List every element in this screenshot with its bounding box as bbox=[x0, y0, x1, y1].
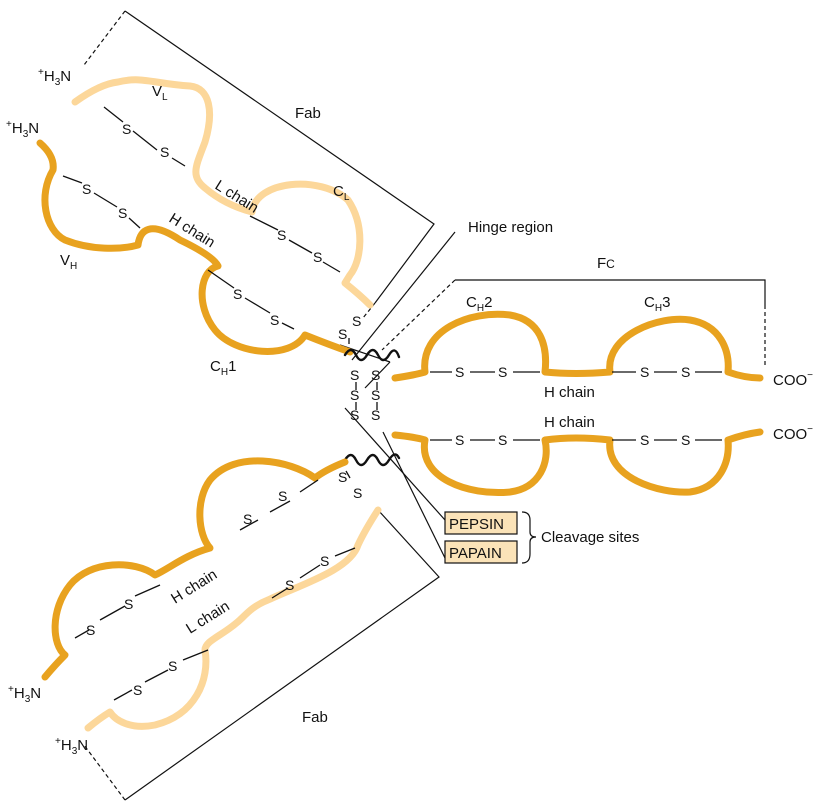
amino-terminus-heavy-bottom: +H3N bbox=[8, 684, 41, 705]
svg-text:S: S bbox=[285, 577, 294, 593]
svg-text:S: S bbox=[313, 249, 322, 265]
h-chain-label-fc-bottom: H chain bbox=[544, 414, 595, 431]
domain-label-ch1: CH1 bbox=[210, 358, 236, 378]
fab-bottom-bracket bbox=[84, 510, 439, 800]
svg-text:S: S bbox=[498, 364, 507, 380]
cleavage-brace bbox=[522, 512, 536, 563]
light-chain-bottom bbox=[88, 510, 378, 728]
carboxyl-terminus-bottom: COO− bbox=[773, 424, 813, 443]
svg-text:S: S bbox=[350, 367, 359, 383]
fc-label: FC bbox=[597, 255, 615, 272]
pepsin-label: PEPSIN bbox=[449, 516, 504, 533]
amino-terminus-light-top: +H3N bbox=[38, 67, 71, 88]
svg-text:S: S bbox=[82, 181, 91, 197]
svg-text:S: S bbox=[350, 387, 359, 403]
carboxyl-terminus-top: COO− bbox=[773, 370, 813, 389]
svg-text:S: S bbox=[371, 407, 380, 423]
fab-top-bracket bbox=[84, 11, 434, 318]
domain-label-cl: CL bbox=[333, 183, 350, 203]
hinge-region-label: Hinge region bbox=[468, 219, 553, 236]
domain-label-ch2: CH2 bbox=[466, 294, 492, 314]
svg-text:S: S bbox=[277, 227, 286, 243]
h-chain-label-bottom: H chain bbox=[168, 566, 220, 607]
heavy-chain-fc-top bbox=[395, 314, 760, 378]
pepsin-box: PEPSIN bbox=[445, 512, 517, 534]
svg-text:S: S bbox=[243, 511, 252, 527]
svg-text:S: S bbox=[118, 205, 127, 221]
svg-text:S: S bbox=[640, 364, 649, 380]
heavy-chain-fc-bottom bbox=[395, 432, 760, 493]
svg-text:S: S bbox=[278, 488, 287, 504]
svg-text:S: S bbox=[133, 682, 142, 698]
fab-label-top: Fab bbox=[295, 105, 321, 122]
fab-label-bottom: Fab bbox=[302, 709, 328, 726]
svg-text:S: S bbox=[338, 326, 347, 342]
svg-text:S: S bbox=[86, 622, 95, 638]
cleavage-sites-label: Cleavage sites bbox=[541, 529, 639, 546]
domain-label-vh: VH bbox=[60, 252, 77, 272]
svg-text:S: S bbox=[338, 469, 347, 485]
h-chain-label-fc-top: H chain bbox=[544, 384, 595, 401]
svg-text:S: S bbox=[168, 658, 177, 674]
svg-text:S: S bbox=[350, 407, 359, 423]
svg-text:S: S bbox=[124, 596, 133, 612]
svg-text:S: S bbox=[640, 432, 649, 448]
svg-text:S: S bbox=[270, 312, 279, 328]
amino-terminus-light-bottom: +H3N bbox=[55, 736, 88, 757]
svg-text:S: S bbox=[352, 313, 361, 329]
svg-text:S: S bbox=[320, 553, 329, 569]
papain-label: PAPAIN bbox=[449, 545, 502, 562]
svg-text:S: S bbox=[353, 485, 362, 501]
ss-labels-hinge: S S S S S S S S S S bbox=[338, 313, 380, 501]
svg-text:S: S bbox=[371, 367, 380, 383]
domain-label-ch3: CH3 bbox=[644, 294, 670, 314]
svg-text:S: S bbox=[681, 364, 690, 380]
svg-text:S: S bbox=[455, 432, 464, 448]
svg-text:S: S bbox=[371, 387, 380, 403]
svg-text:S: S bbox=[233, 286, 242, 302]
amino-terminus-heavy-top: +H3N bbox=[6, 119, 39, 140]
svg-text:S: S bbox=[122, 121, 131, 137]
svg-text:S: S bbox=[160, 144, 169, 160]
papain-box: PAPAIN bbox=[445, 541, 517, 563]
svg-text:S: S bbox=[455, 364, 464, 380]
heavy-chain-bottom bbox=[45, 461, 345, 677]
svg-text:S: S bbox=[498, 432, 507, 448]
svg-text:S: S bbox=[681, 432, 690, 448]
